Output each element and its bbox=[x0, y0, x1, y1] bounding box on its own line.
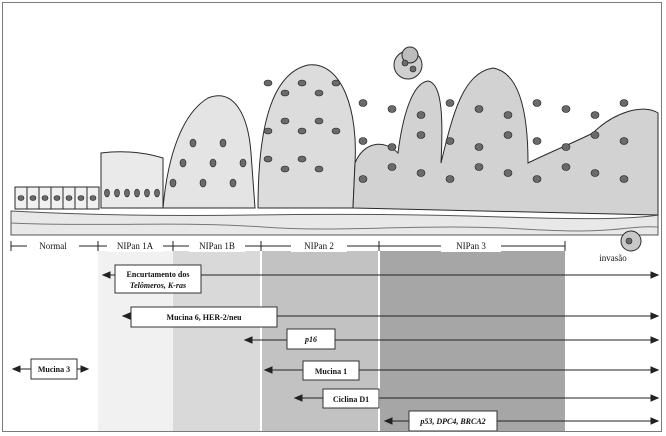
stage-label-nipan-1b: NIPan 1B bbox=[199, 241, 235, 251]
marker-cyclin-d1: Ciclina D1 bbox=[333, 395, 369, 404]
marker-p16: p16 bbox=[304, 335, 317, 344]
histology-illustration bbox=[11, 47, 658, 251]
invasion-label: invasão bbox=[599, 253, 627, 263]
stage-label-nipan-2: NIPan 2 bbox=[304, 241, 334, 251]
diagram-frame: Normal NIPan 1A NIPan 1B NIPan 2 NIPan 3… bbox=[2, 2, 662, 432]
stage-label-normal: Normal bbox=[39, 241, 67, 251]
stage-label-nipan-1a: NIPan 1A bbox=[117, 241, 154, 251]
band-nipan-3 bbox=[379, 251, 565, 432]
marker-mucin6-her2: Mucina 6, HER-2/neu bbox=[167, 313, 242, 322]
stage-label-nipan-3: NIPan 3 bbox=[456, 241, 486, 251]
marker-telomere-line1: Encurtamento dos bbox=[127, 270, 190, 279]
marker-mucin1: Mucina 1 bbox=[315, 367, 347, 376]
marker-telomere-line2: Telômeros, K-ras bbox=[130, 281, 186, 290]
marker-p53-dpc4-brca2: p53, DPC4, BRCA2 bbox=[419, 417, 485, 426]
pancreatic-progression-diagram: Normal NIPan 1A NIPan 1B NIPan 2 NIPan 3… bbox=[3, 3, 662, 432]
marker-mucin3: Mucina 3 bbox=[38, 365, 70, 374]
